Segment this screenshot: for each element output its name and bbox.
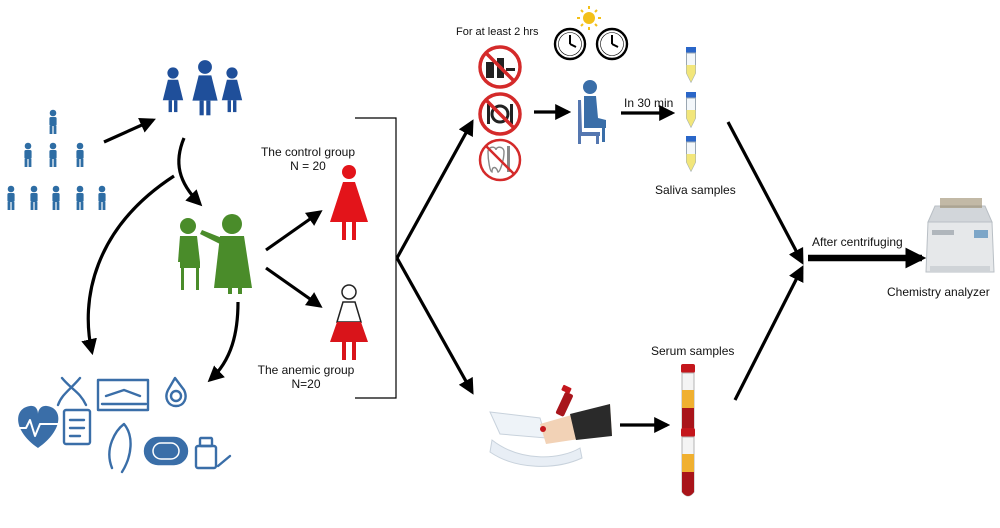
grouping-bracket (355, 117, 397, 399)
fasting-label: For at least 2 hrs (456, 26, 539, 38)
saliva-tube-icon (685, 135, 697, 172)
anemic-group-n: N=20 (291, 377, 321, 391)
control-woman-icon (330, 165, 368, 240)
saliva-samples-label: Saliva samples (655, 183, 736, 197)
clock-icon (595, 27, 629, 61)
control-group-title: The control group (260, 145, 356, 159)
chemistry-analyzer-label: Chemistry analyzer (887, 285, 990, 299)
chemistry-analyzer-icon (925, 198, 995, 273)
timing-label: In 30 min (624, 96, 674, 110)
control-group-n: N = 20 (290, 159, 326, 173)
control-group-label: The control group N = 20 (248, 145, 368, 173)
anemic-group-label: The anemic group N=20 (245, 363, 367, 391)
medical-history-icons (17, 376, 232, 474)
population-icon (7, 109, 106, 210)
sun-icon (577, 6, 601, 30)
clock-icon (553, 27, 587, 61)
anemic-group-title: The anemic group (257, 363, 355, 377)
centrifuging-label: After centrifuging (812, 235, 903, 249)
saliva-tube-icon (685, 91, 697, 128)
clinical-examination-icon (178, 214, 252, 294)
women-group-icon (162, 60, 243, 116)
flow-arrows (81, 104, 804, 433)
seated-woman-icon (578, 80, 606, 144)
serum-tube-icon (680, 363, 696, 433)
no-drinking-smoking-sign-icon (478, 45, 522, 89)
no-eating-sign-icon (478, 92, 522, 136)
anemic-woman-icon (330, 284, 368, 360)
serum-samples-label: Serum samples (651, 344, 735, 358)
blood-draw-icon (489, 384, 612, 467)
no-brushing-sign-icon (478, 138, 522, 182)
saliva-tube-icon (685, 46, 697, 83)
serum-tube-icon (680, 427, 696, 497)
